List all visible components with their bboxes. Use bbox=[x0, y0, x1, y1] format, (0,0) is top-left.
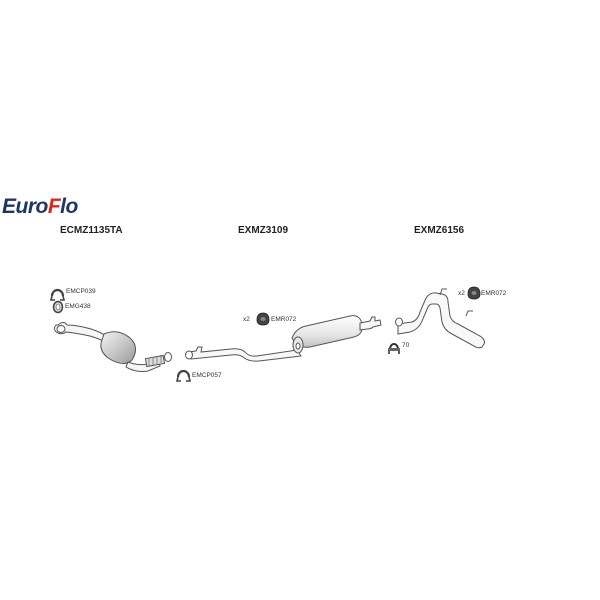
tailpipe bbox=[395, 288, 485, 349]
part-label-clamp-emcp039[interactable]: EMCP039 bbox=[66, 288, 96, 295]
section-title-tailpipe[interactable]: EXMZ6156 bbox=[414, 225, 465, 236]
part-label-mount-emr072[interactable]: EMR072 bbox=[271, 316, 297, 323]
part-label-u-clamp-70[interactable]: 70 bbox=[402, 342, 410, 349]
catalytic-converter bbox=[53, 322, 172, 372]
part-label-clamp-emcp057[interactable]: EMCP057 bbox=[192, 372, 222, 379]
section-title-catalyst[interactable]: ECMZ1135TA bbox=[60, 225, 123, 236]
logo-text-euro: Euro bbox=[2, 195, 48, 218]
logo-text-lo: lo bbox=[60, 195, 78, 218]
clamp-icon bbox=[49, 288, 66, 301]
euroflo-logo: EuroFlo bbox=[2, 196, 78, 218]
middle-silencer-pipe bbox=[185, 315, 382, 362]
mount-quantity: x2 bbox=[243, 316, 250, 323]
section-title-middle-silencer[interactable]: EXMZ3109 bbox=[238, 225, 289, 236]
rubber-mount-icon bbox=[467, 286, 481, 300]
part-label-mount-emr072[interactable]: EMR072 bbox=[481, 290, 507, 297]
rubber-mount-icon bbox=[256, 312, 270, 326]
u-clamp-icon bbox=[388, 343, 400, 354]
mount-quantity: x2 bbox=[458, 290, 465, 297]
clamp-icon bbox=[175, 369, 192, 382]
part-label-gasket-emg438[interactable]: EMG438 bbox=[65, 303, 91, 310]
logo-text-f: F bbox=[47, 195, 61, 218]
gasket-icon bbox=[52, 300, 64, 314]
